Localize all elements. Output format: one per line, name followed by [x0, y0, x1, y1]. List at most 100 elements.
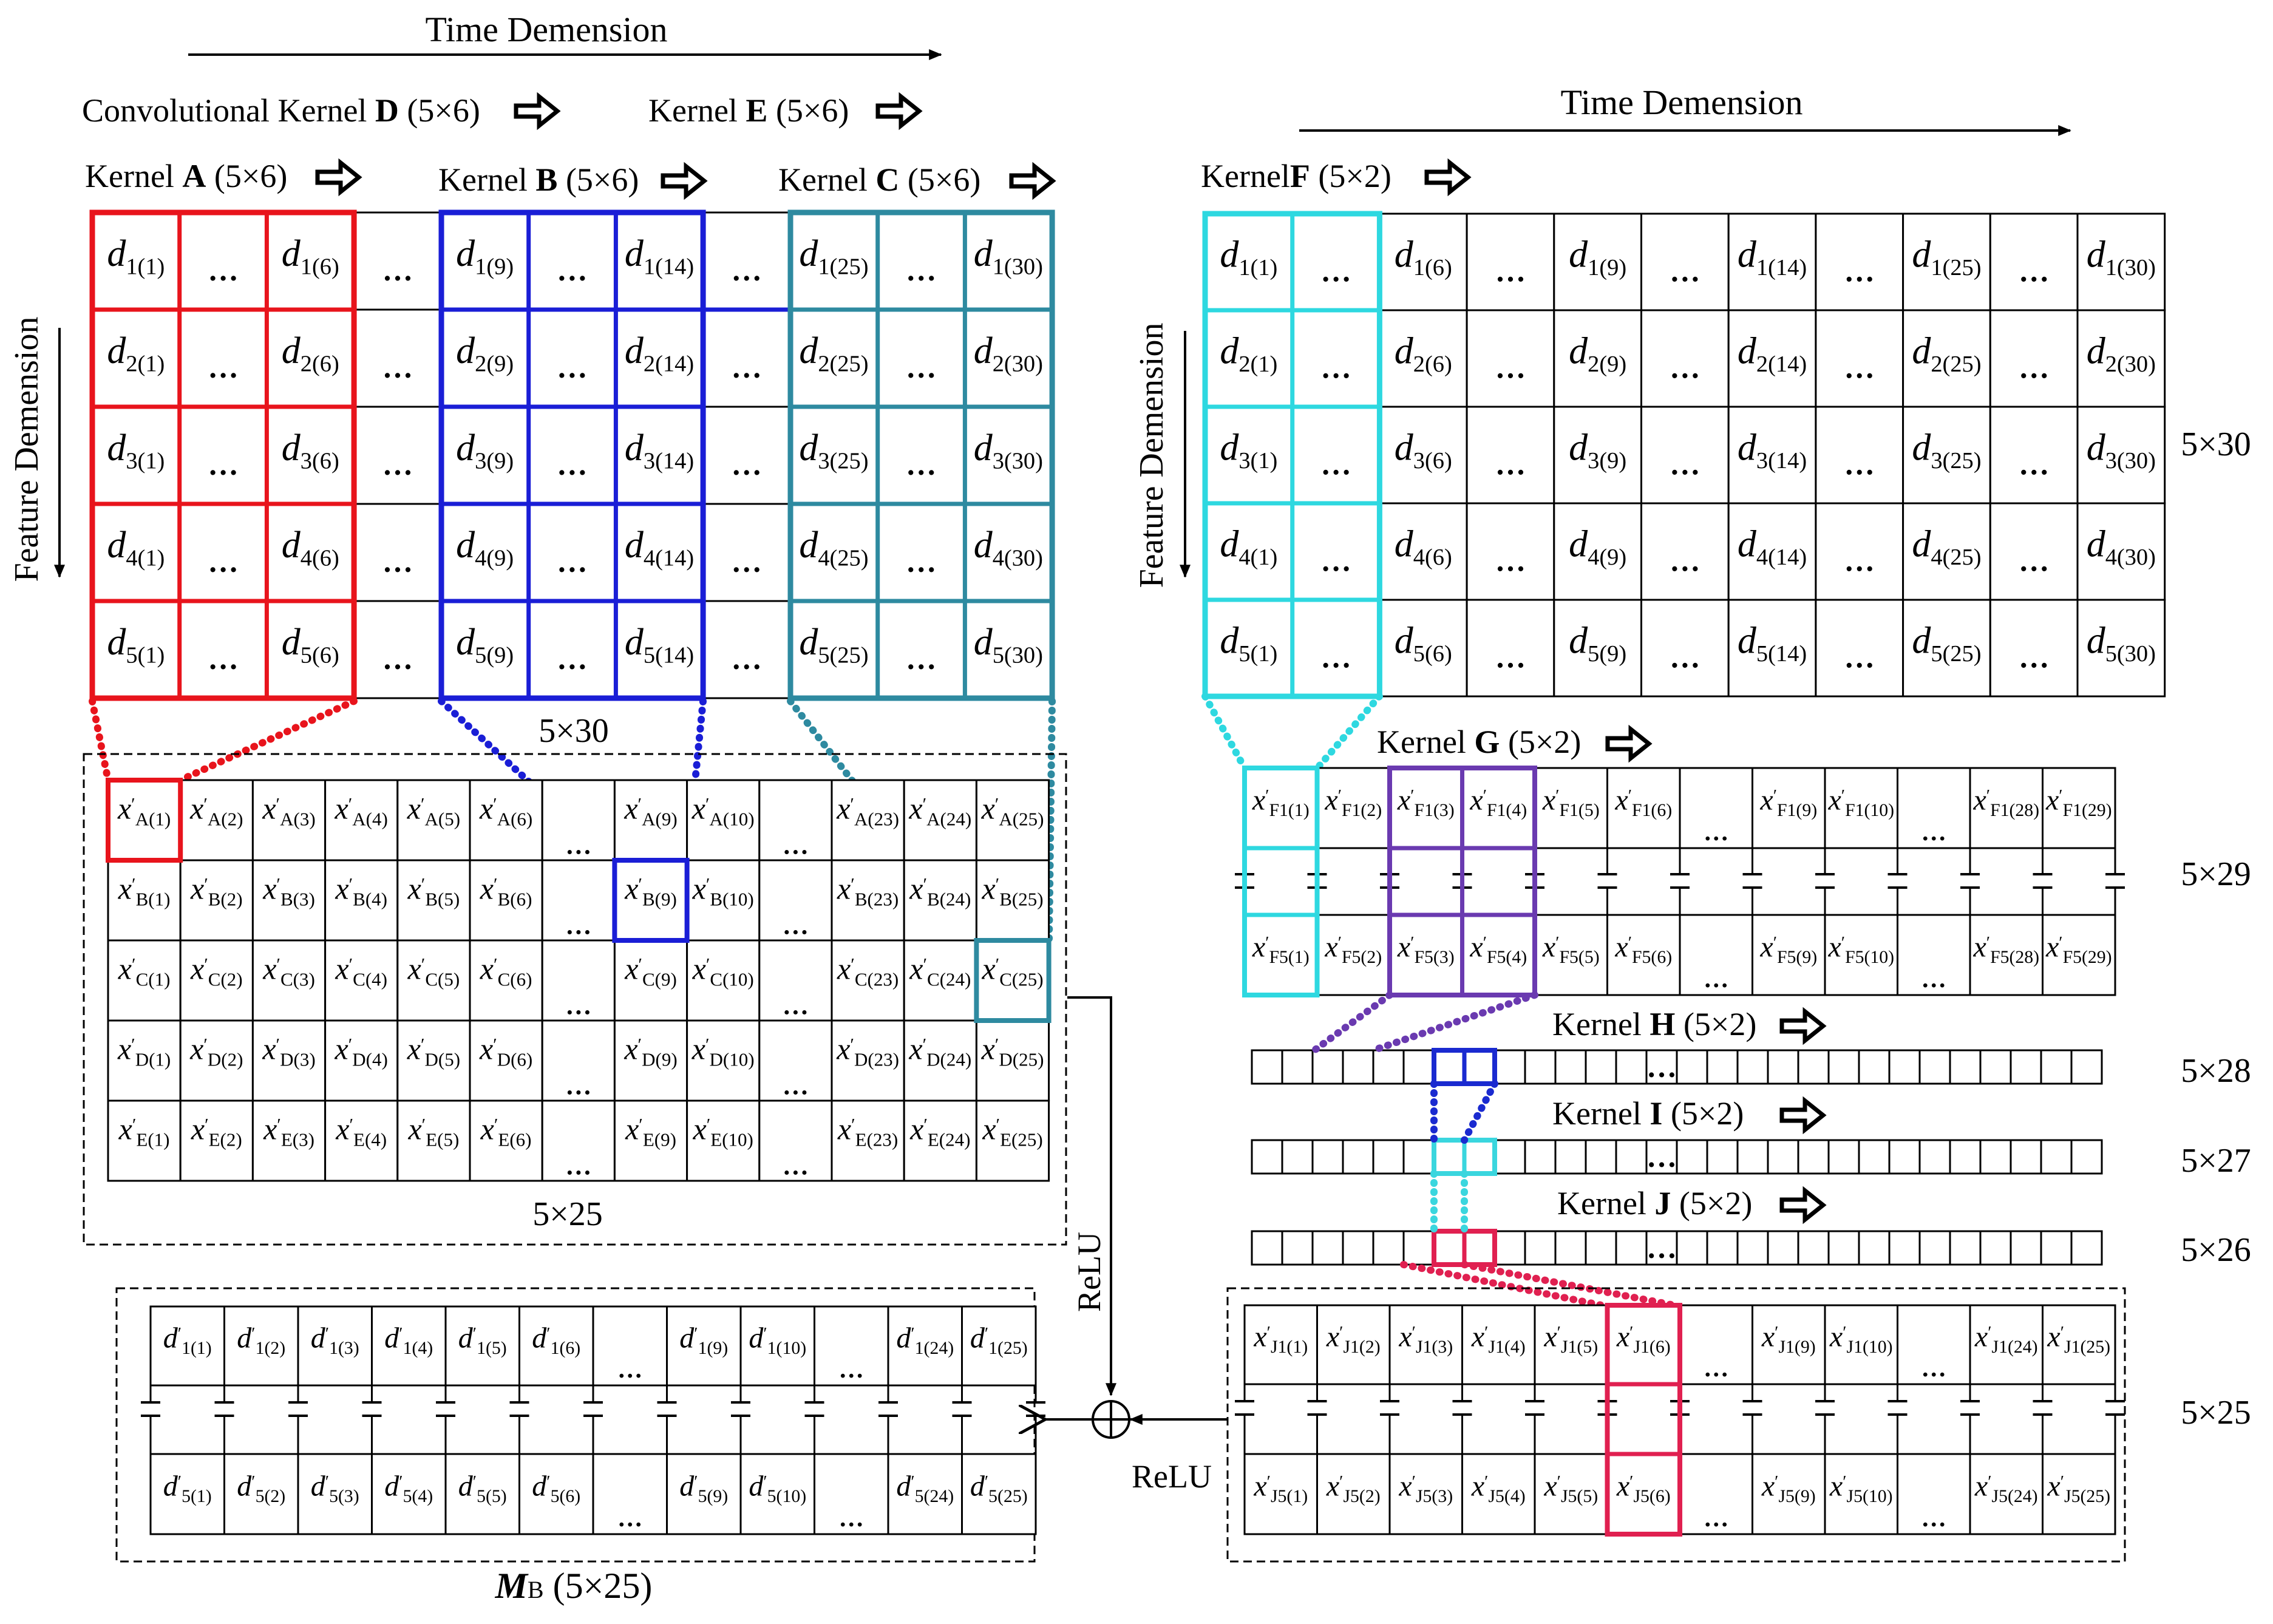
strip-cell	[1858, 1049, 1891, 1085]
matrix-xf-cell-text: x′F5(6)	[1614, 931, 1672, 968]
matrix-x1-cell-text: x′A(4)	[335, 791, 388, 829]
matrix-d-right-cell-text: d1(30)	[2087, 234, 2156, 280]
dim-label-5x29: 5×29	[2181, 855, 2251, 893]
matrix-xf-cell-text: x′F5(10)	[1827, 931, 1894, 968]
matrix-d-left-cell-text: d3(9)	[456, 427, 514, 474]
strip-cell	[1615, 1230, 1648, 1266]
matrix-x1-cell	[541, 939, 616, 1022]
matrix-d-left-cell-text: d1(30)	[974, 233, 1043, 280]
matrix-xf-cell-text: x′F1(2)	[1324, 784, 1382, 821]
kernel-g-label: Kernel G (5×2)	[1377, 724, 1581, 760]
matrix-x1-cell-text: x′D(4)	[335, 1031, 388, 1070]
matrix-xj-cell-text: x′J1(1)	[1253, 1321, 1308, 1357]
strip-cell	[1918, 1139, 1951, 1175]
kernel-c-label: Kernel C (5×6)	[778, 161, 980, 198]
strip-cell	[2070, 1139, 2103, 1175]
kernel-f-label-letter: F	[1290, 158, 1310, 194]
matrix-xj-cell	[1316, 1304, 1391, 1385]
strip-cell	[1342, 1139, 1374, 1175]
matrix-xj-cell-text: …	[1921, 1354, 1946, 1382]
strip-cell	[1585, 1049, 1617, 1085]
matrix-x1-cell-text: x′A(9)	[623, 791, 677, 829]
matrix-dprime-cell-text: d′5(3)	[311, 1470, 359, 1507]
matrix-d-left-cell-text: …	[208, 350, 238, 384]
matrix-x1-cell-text: x′C(4)	[335, 951, 387, 990]
matrix-d-right-cell	[1727, 212, 1817, 311]
matrix-d-right-cell-text: d1(14)	[1738, 234, 1807, 280]
matrix-x1-cell	[831, 1019, 905, 1102]
matrix-dprime-cell-text: d′5(1)	[163, 1470, 212, 1507]
matrix-d-left-cell-text: d5(1)	[107, 622, 165, 668]
matrix-d-left-cell	[789, 406, 878, 505]
kernel-f-label: KernelF (5×2)	[1201, 158, 1391, 194]
matrix-x1-cell	[179, 1099, 254, 1182]
kernel-c-arrow-icon	[1009, 161, 1056, 200]
connector-j-left	[1400, 1261, 1605, 1309]
strip-cell	[1706, 1230, 1739, 1266]
matrix-d-left-cell-text: d2(30)	[974, 330, 1043, 377]
strip-cell	[1949, 1230, 1982, 1266]
kernel-g-label-letter: G	[1474, 724, 1500, 760]
strip-cell	[2070, 1230, 2103, 1266]
matrix-d-right-cell	[1640, 212, 1730, 311]
matrix-xf-cell	[2042, 767, 2116, 849]
kernel-g-label-prefix: Kernel	[1377, 724, 1474, 760]
matrix-dprime-cell	[149, 1453, 225, 1535]
strip-cell	[1402, 1049, 1435, 1085]
matrix-dprime-cell	[592, 1453, 668, 1535]
matrix-x1-cell	[469, 1019, 543, 1102]
strip-cell	[2070, 1049, 2103, 1085]
kernel-c-label-prefix: Kernel	[778, 161, 875, 198]
matrix-d-right-cell-text: d4(14)	[1738, 523, 1807, 570]
matrix-x1-cell-text: x′E(24)	[909, 1112, 970, 1150]
matrix-d-right-cell-text: …	[1670, 254, 1700, 288]
matrix-d-right-cell	[1553, 502, 1643, 601]
matrix-x1-cell	[758, 1099, 833, 1182]
matrix-d-right-cell-text: …	[1495, 640, 1526, 674]
matrix-xj-cell	[2042, 1453, 2116, 1535]
strip-ellipsis: …	[1646, 1050, 1677, 1084]
kernel-a-outline	[89, 209, 357, 701]
matrix-d-left-cell-text: d1(6)	[282, 233, 339, 280]
matrix-x1-cell	[975, 1099, 1050, 1182]
matrix-dprime-cell-text: d′1(25)	[970, 1322, 1028, 1359]
matrix-d-left-cell-text: …	[732, 545, 762, 579]
kernel-e-label-prefix: Kernel	[648, 92, 746, 129]
x1-c25-highlight	[974, 938, 1052, 1023]
matrix-d-right-cell-text: d3(25)	[1912, 427, 1981, 474]
matrix-dprime-cell	[961, 1305, 1037, 1387]
matrix-dprime-cell-text: …	[839, 1504, 864, 1532]
kernel-f-outline	[1202, 211, 1382, 699]
matrix-x1-cell-text: x′A(1)	[117, 791, 171, 829]
matrix-d-right-cell-text: d4(30)	[2087, 523, 2156, 570]
dim-label-5x30-left: 5×30	[539, 712, 609, 750]
matrix-dprime-cell-text: d′5(24)	[896, 1470, 954, 1507]
matrix-d-left-cell-text: …	[906, 253, 936, 287]
matrix-d-right-cell-text: d2(9)	[1569, 330, 1626, 377]
matrix-xj-cell	[1534, 1453, 1608, 1535]
matrix-x1-cell-text: x′A(2)	[189, 791, 243, 829]
matrix-xf-cell-text: x′F1(9)	[1759, 784, 1817, 821]
strip-cell	[1493, 1230, 1526, 1266]
matrix-x1-cell	[179, 1019, 254, 1102]
matrix-d-right-cell	[1378, 406, 1468, 505]
matrix-xj-cell-text: …	[1921, 1504, 1946, 1532]
kernel-a-arrow-icon	[315, 158, 362, 197]
matrix-xj-cell-text: x′J5(9)	[1761, 1470, 1816, 1507]
connector-h-right	[1461, 1080, 1498, 1144]
matrix-d-right-cell	[1378, 309, 1468, 408]
matrix-d-left-cell-text: …	[382, 253, 413, 287]
matrix-d-left-cell	[789, 503, 878, 602]
matrix-x1-cell	[831, 859, 905, 942]
matrix-d-left-cell-text: d3(25)	[799, 427, 868, 474]
matrix-x1-cell-text: x′B(9)	[624, 871, 677, 909]
matrix-x1-cell-text: x′B(25)	[981, 871, 1043, 909]
matrix-dprime-cell-text: d′1(24)	[896, 1322, 954, 1359]
matrix-d-left-cell-text: …	[732, 447, 762, 481]
matrix-xf-cell-text: …	[1704, 818, 1728, 846]
matrix-dprime-cell	[739, 1453, 815, 1535]
strip-cell	[1979, 1230, 2012, 1266]
matrix-d-left-cell-text: …	[382, 350, 413, 384]
matrix-dprime-cell-text: d′1(5)	[458, 1322, 507, 1359]
matrix-x1-cell-text: …	[783, 1072, 809, 1100]
